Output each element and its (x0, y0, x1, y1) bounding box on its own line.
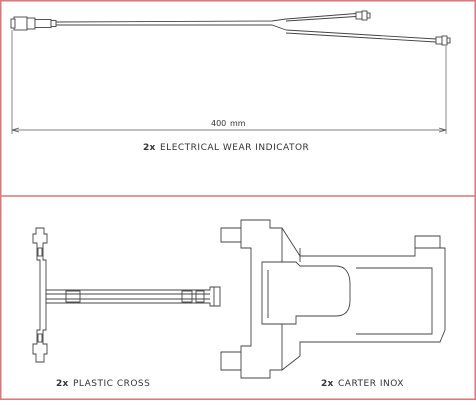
carter-right-panel (356, 267, 433, 335)
carter-name: CARTER INOX (338, 379, 404, 389)
dimension-value: 400 (211, 119, 226, 128)
cross-name: PLASTIC CROSS (73, 379, 150, 389)
cross-slot-3 (195, 290, 205, 303)
cable-lower (56, 24, 287, 31)
cross-vertical-bar (32, 227, 48, 363)
cross-slot-1 (65, 290, 81, 303)
plug-strain-relief (50, 20, 57, 27)
cross-count: 2x (56, 379, 68, 389)
cable-upper (55, 18, 287, 23)
branch-lower-a (285, 29, 437, 40)
sensor-1-head (361, 10, 368, 21)
sensor-2-body (435, 36, 443, 45)
cross-horizontal-bar (45, 286, 221, 307)
indicator-name: ELECTRICAL WEAR INDICATOR (160, 143, 309, 153)
indicator-count: 2x (143, 143, 155, 153)
plug-body (13, 16, 28, 31)
cross-vertical-slot-top (37, 247, 43, 257)
sensor-1-body (355, 11, 363, 20)
branch-lower-b (285, 32, 437, 43)
cross-vertical-slot-bottom (37, 333, 43, 343)
dimension-unit: mm (230, 119, 246, 128)
dimension-line (11, 30, 447, 134)
branch-upper-a (285, 13, 357, 20)
carter-top-edge (299, 248, 415, 262)
plug-collar (26, 17, 36, 30)
wear-indicator-drawing (10, 10, 451, 46)
dimension-arrowhead-left (11, 127, 20, 133)
dimension-arrowhead-right (438, 127, 447, 133)
cross-slot-2 (181, 290, 193, 303)
branch-upper-b (285, 16, 357, 22)
plug-tip (10, 18, 16, 29)
carter-tongue (261, 261, 351, 325)
sensor-2-head (441, 35, 448, 46)
carter-outline (220, 219, 446, 379)
sensor-2-tip (446, 37, 451, 44)
plug-sleeve (34, 19, 52, 28)
carter-inox-drawing (220, 219, 446, 379)
sensor-1-tip (366, 12, 371, 19)
carter-count: 2x (321, 379, 333, 389)
plastic-cross-drawing (32, 227, 221, 363)
